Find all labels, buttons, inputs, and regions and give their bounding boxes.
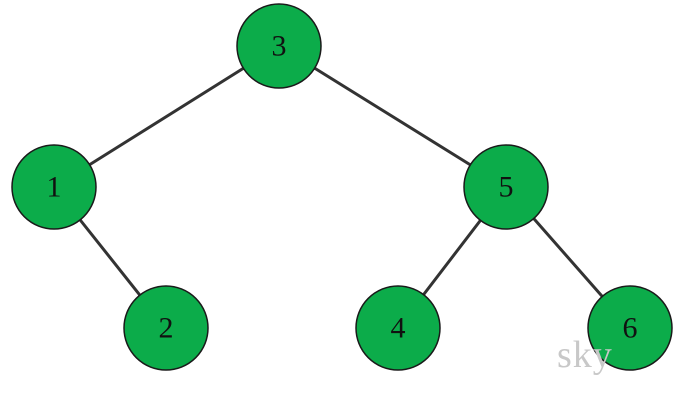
tree-node-1: 1	[11, 144, 97, 230]
node-circle	[355, 285, 441, 371]
tree-node-3: 3	[236, 3, 322, 89]
nodes-layer: 3 1 5 2 4 6	[11, 3, 673, 371]
node-label: 6	[623, 312, 638, 345]
node-label: 5	[499, 171, 514, 204]
node-label: 1	[47, 171, 62, 204]
tree-node-4: 4	[355, 285, 441, 371]
tree-node-5: 5	[463, 144, 549, 230]
node-circle	[11, 144, 97, 230]
edge-n3-n5	[277, 44, 508, 189]
node-label: 4	[391, 312, 406, 345]
node-label: 2	[159, 312, 174, 345]
edge-n3-n1	[52, 44, 281, 189]
node-circle	[123, 285, 209, 371]
node-circle	[587, 285, 673, 371]
node-circle	[463, 144, 549, 230]
tree-node-2: 2	[123, 285, 209, 371]
tree-node-6: 6	[587, 285, 673, 371]
node-circle	[236, 3, 322, 89]
node-label: 3	[272, 30, 287, 63]
watermark-text: sky	[557, 334, 613, 376]
